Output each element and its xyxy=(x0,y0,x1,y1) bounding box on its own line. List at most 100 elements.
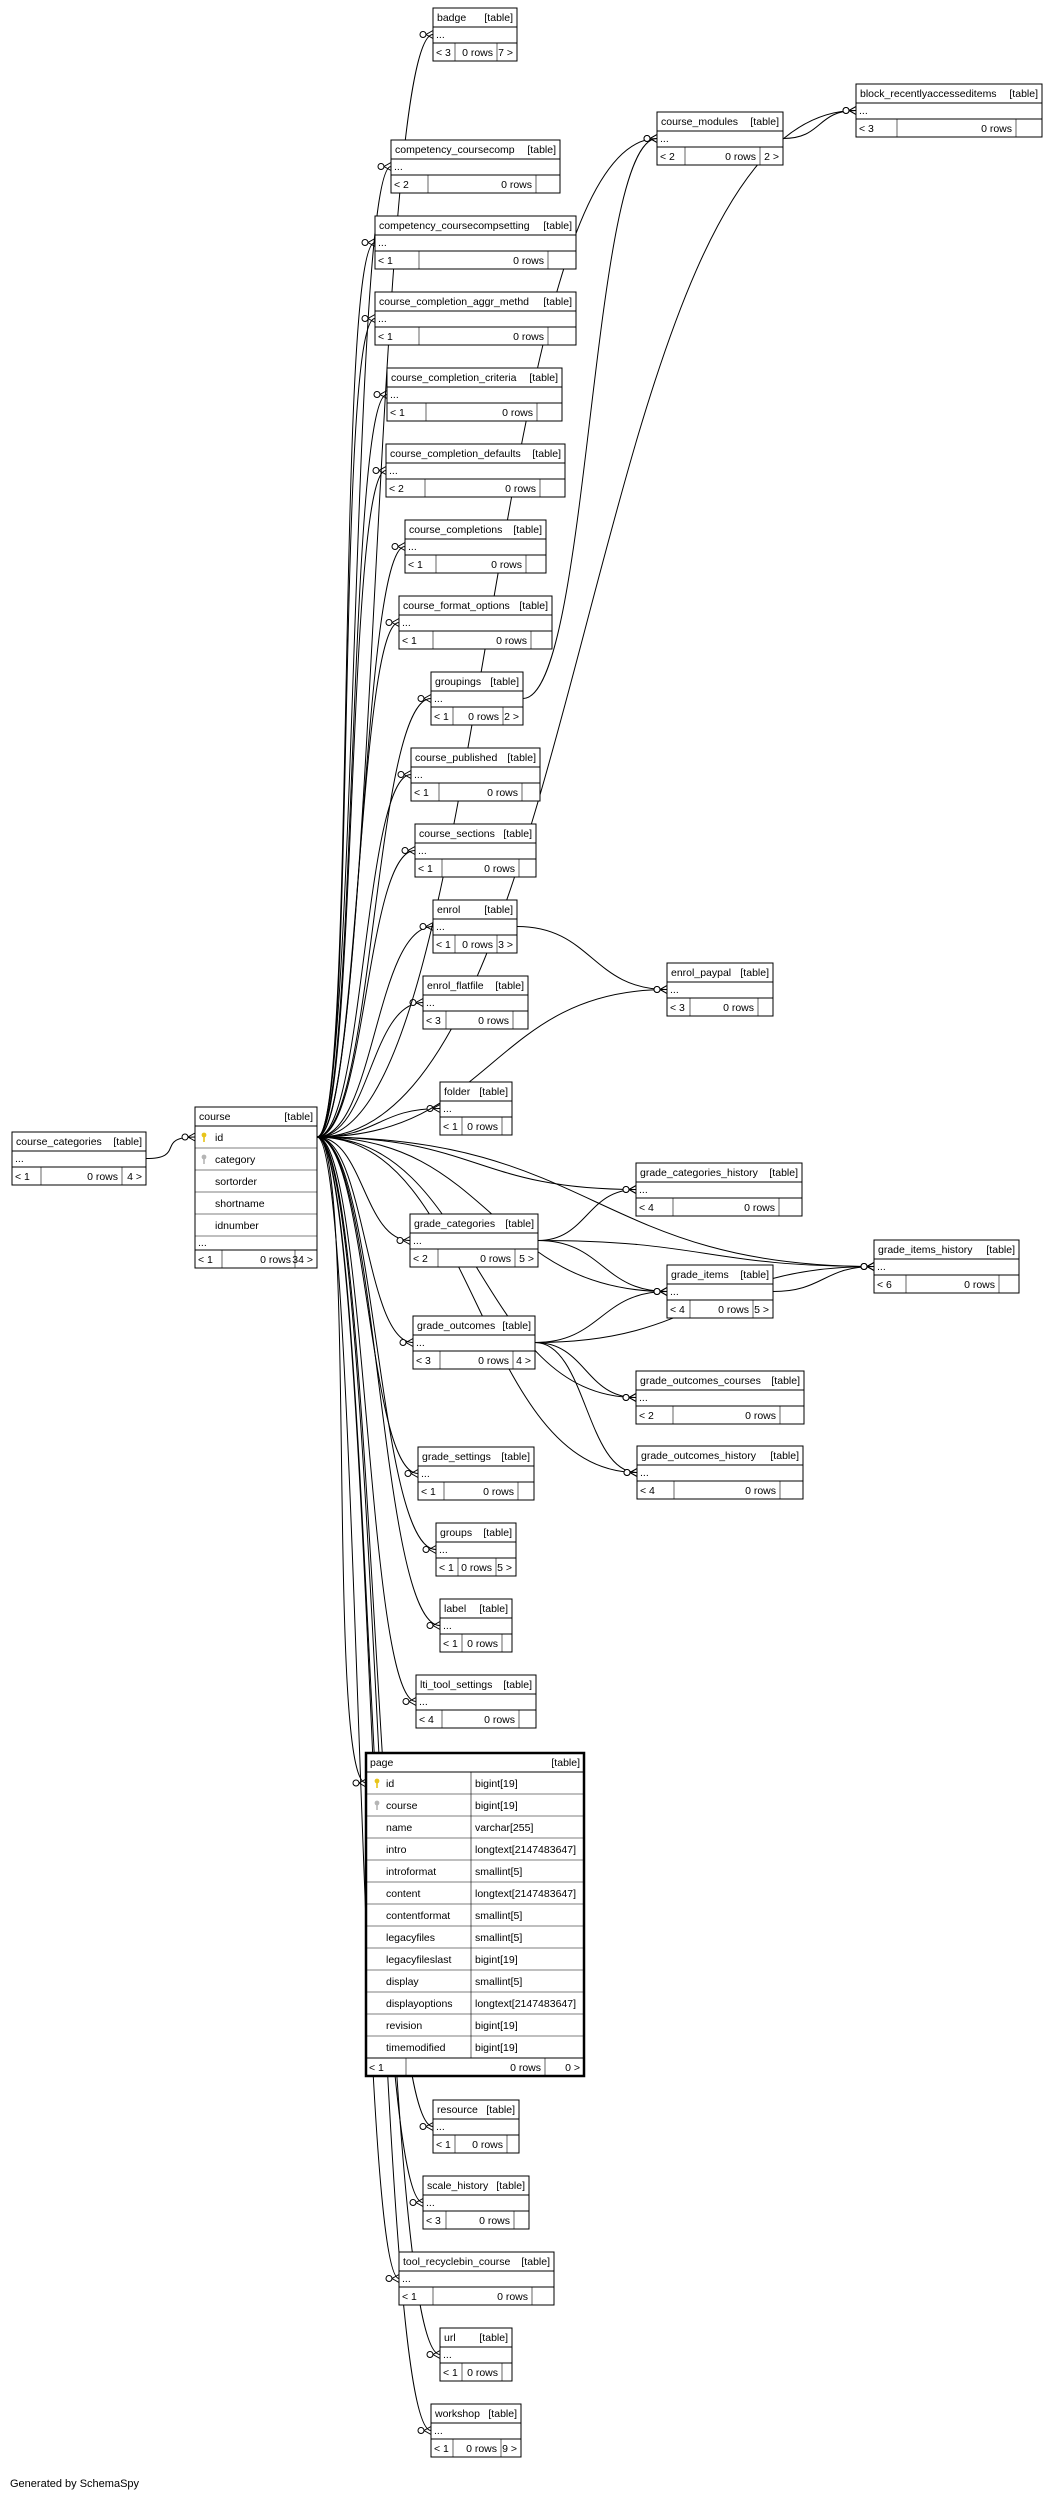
table-kind-label: [table] xyxy=(740,967,769,979)
key-stem xyxy=(376,1805,378,1810)
table-border xyxy=(409,1213,539,1268)
table-kind-label: [table] xyxy=(486,2104,515,2116)
parent-count: < 3 xyxy=(859,123,874,135)
table-border xyxy=(635,1370,805,1425)
table-course-completion-aggr-methd[interactable]: course_completion_aggr_methd[table]...< … xyxy=(374,291,577,346)
parent-count: < 3 xyxy=(426,2215,441,2227)
column-ellipsis: ... xyxy=(416,1337,425,1349)
table-name: course_completion_aggr_methd xyxy=(379,296,529,308)
table-kind-label: [table] xyxy=(771,1375,800,1387)
table-kind-label: [table] xyxy=(986,1244,1015,1256)
table-border xyxy=(666,1264,774,1319)
column-type-legacyfileslast: bigint[19] xyxy=(475,1954,518,1966)
table-course[interactable]: course[table]idcategorysortordershortnam… xyxy=(194,1106,318,1269)
relationship-enrol-to-course xyxy=(316,926,434,1138)
row-count: 0 rows xyxy=(725,151,756,163)
table-border xyxy=(430,671,524,726)
parent-count: < 2 xyxy=(389,483,404,495)
column-category: category xyxy=(215,1154,256,1166)
table-kind-label: [table] xyxy=(551,1757,580,1769)
parent-count: < 1 xyxy=(443,1638,458,1650)
table-competency-coursecompsetting[interactable]: competency_coursecompsetting[table]...< … xyxy=(374,215,577,270)
column-ellipsis: ... xyxy=(436,2121,445,2133)
table-name: course_modules xyxy=(661,116,738,128)
table-kind-label: [table] xyxy=(484,904,513,916)
table-block-recentlyaccesseditems[interactable]: block_recentlyaccesseditems[table]...< 3… xyxy=(855,83,1043,138)
optional-marker xyxy=(653,1288,661,1295)
column-contentformat: contentformat xyxy=(386,1910,450,1922)
relationship-tool-recyclebin-course-to-course xyxy=(316,1136,400,2279)
primary-key-icon xyxy=(374,1778,380,1784)
table-kind-label: [table] xyxy=(284,1111,313,1123)
row-count: 0 rows xyxy=(479,2215,510,2227)
parent-count: < 6 xyxy=(877,1279,892,1291)
column-shortname: shortname xyxy=(215,1198,265,1210)
column-ellipsis: ... xyxy=(414,769,423,781)
relationship-grade-outcomes-courses-to-grade-outcomes xyxy=(534,1342,637,1398)
table-name: grade_outcomes xyxy=(417,1320,495,1332)
column-ellipsis: ... xyxy=(670,984,679,996)
parent-count: < 1 xyxy=(434,711,449,723)
row-count: 0 rows xyxy=(723,1002,754,1014)
table-kind-label: [table] xyxy=(496,2180,525,2192)
optional-marker xyxy=(385,2275,393,2282)
column-ellipsis: ... xyxy=(390,389,399,401)
table-name: lti_tool_settings xyxy=(420,1679,492,1691)
table-border xyxy=(656,111,784,166)
table-kind-label: [table] xyxy=(529,372,558,384)
column-ellipsis: ... xyxy=(436,29,445,41)
column-type-content: longtext[2147483647] xyxy=(475,1888,576,1900)
table-kind-label: [table] xyxy=(1009,88,1038,100)
parent-count: < 1 xyxy=(378,255,393,267)
relationship-groups-to-course xyxy=(316,1136,437,1550)
relationship-enrol-paypal-to-course xyxy=(316,989,668,1138)
table-kind-label: [table] xyxy=(495,980,524,992)
child-count: 2 > xyxy=(504,711,519,723)
row-count: 0 rows xyxy=(484,863,515,875)
table-border xyxy=(417,1446,535,1501)
relationship-enrol-flatfile-to-course xyxy=(316,1002,424,1138)
column-ellipsis: ... xyxy=(434,2425,443,2437)
parent-count: < 1 xyxy=(198,1254,213,1266)
row-count: 0 rows xyxy=(472,2139,503,2151)
relationship-page-to-course xyxy=(316,1136,367,1784)
optional-marker xyxy=(391,543,399,550)
column-type-introformat: smallint[5] xyxy=(475,1866,522,1878)
optional-marker xyxy=(426,1622,434,1629)
optional-marker xyxy=(181,1133,189,1141)
parent-count: < 1 xyxy=(414,787,429,799)
